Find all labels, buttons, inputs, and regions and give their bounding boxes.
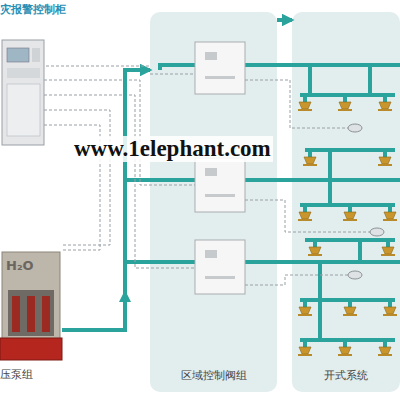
pump-set-node: H₂O 压泵组: [0, 245, 62, 385]
pump-set: [0, 252, 62, 360]
pump-mark: H₂O: [6, 259, 34, 273]
flow-arrow: [124, 296, 127, 310]
pump-unit: [42, 296, 50, 332]
cabinet-keys: [7, 68, 40, 78]
pump-tank: [2, 252, 60, 340]
cabinet-screen: [7, 48, 29, 62]
node-heading: 灾报警控制柜: [0, 4, 66, 16]
pump-unit: [27, 296, 35, 332]
signal-wire: [46, 66, 150, 67]
pump-motors: [8, 290, 54, 336]
open-system-band: 开式系统: [292, 12, 400, 392]
band-label: 开式系统: [292, 370, 400, 382]
watermark: www.1elephant.com: [72, 136, 273, 162]
cabinet-door: [7, 84, 40, 136]
node-label: 压泵组: [0, 369, 33, 381]
pump-unit: [12, 296, 20, 332]
alarm-cabinet: [2, 40, 44, 145]
signal-wire: [44, 110, 110, 245]
band-label: 区域控制阀组: [150, 370, 277, 382]
cabinet-panel: [32, 48, 40, 62]
cabinet-body: [2, 40, 44, 145]
alarm-cabinet-node: 灾报警控制柜: [0, 4, 46, 145]
water-pipe: [277, 18, 292, 22]
pump-base: [0, 338, 62, 360]
water-pipe: [62, 70, 150, 330]
valve-group-band: 区域控制阀组: [150, 12, 277, 392]
